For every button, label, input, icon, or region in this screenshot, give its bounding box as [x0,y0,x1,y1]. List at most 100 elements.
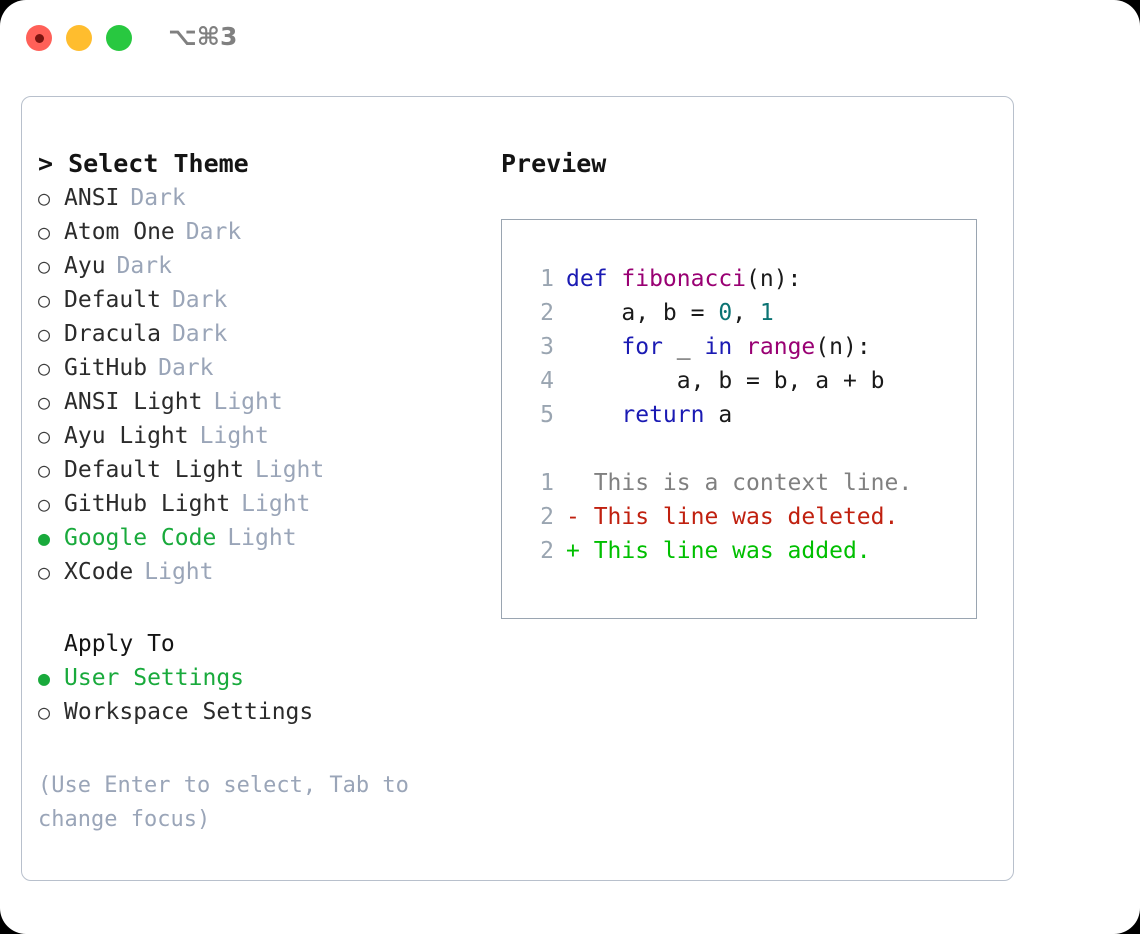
theme-item-label: XCode [64,559,134,585]
line-number: 2 [540,300,554,326]
code-token-pl: a, b = b, a + b [566,368,885,394]
code-token-pl: (n): [746,266,802,292]
diff-line-add: 2+ This line was added. [520,534,976,568]
theme-item-label: Ayu Light [64,423,189,449]
radio-unselected-icon: ○ [38,424,51,448]
select-theme-heading: > Select Theme [38,149,249,178]
theme-item-badge: Light [199,423,269,449]
code-token-fn: range [746,334,816,360]
code-token-pl: , [732,300,760,326]
theme-item-badge: Light [227,525,297,551]
radio-unselected-icon: ○ [38,186,51,210]
theme-item-label: ANSI Light [64,389,203,415]
code-token-num: 0 [718,300,733,326]
radio-unselected-icon: ○ [38,356,51,380]
apply-to-item-workspace-settings[interactable]: ○ Workspace Settings [38,695,478,729]
apply-to-item-label: Workspace Settings [64,699,314,725]
theme-item-badge: Dark [158,355,214,381]
diff-sample: 1 This is a context line. 2- This line wa… [520,466,976,568]
code-token-kw: def [566,266,622,292]
code-token-pl [566,402,621,428]
close-button[interactable] [26,25,52,51]
apply-to-item-label: User Settings [64,665,245,691]
preview-spacer [520,432,976,466]
code-token-pl [566,334,621,360]
line-number: 5 [540,402,554,428]
code-token-num: 1 [759,300,774,326]
theme-item-default[interactable]: ○ Default Dark [38,283,478,317]
title-bar: ⌥⌘3 [0,0,1140,76]
code-token-pl: a [704,402,733,428]
theme-item-label: Default [64,287,161,313]
theme-item-label: Dracula [64,321,161,347]
radio-selected-icon: ● [38,666,51,690]
code-token-pl: _ [662,334,705,360]
line-number: 3 [540,334,554,360]
theme-item-google-code[interactable]: ● Google Code Light [38,521,478,555]
traffic-lights [26,25,132,51]
radio-unselected-icon: ○ [38,288,51,312]
code-token-kw: return [621,402,705,428]
radio-unselected-icon: ○ [38,492,51,516]
line-number: 2 [540,504,554,530]
diff-line-text: + This line was added. [566,538,871,564]
line-number: 1 [540,470,554,496]
apply-to-item-user-settings[interactable]: ● User Settings [38,661,478,695]
radio-unselected-icon: ○ [38,458,51,482]
apply-to-options[interactable]: ● User Settings ○ Workspace Settings [38,661,478,729]
theme-item-label: Default Light [64,457,245,483]
line-number: 4 [540,368,554,394]
code-line: 2 a, b = 0, 1 [520,296,976,330]
theme-item-xcode[interactable]: ○ XCode Light [38,555,478,589]
theme-item-ansi[interactable]: ○ ANSI Dark [38,181,478,215]
theme-item-label: Atom One [64,219,175,245]
theme-item-default-light[interactable]: ○ Default Light Light [38,453,478,487]
code-token-pl: a, b = [566,300,719,326]
code-line-text: return a [566,398,732,432]
theme-item-label: ANSI [64,185,120,211]
radio-selected-icon: ● [38,526,51,550]
radio-unselected-icon: ○ [38,560,51,584]
code-line: 3 for _ in range(n): [520,330,976,364]
theme-item-ayu-light[interactable]: ○ Ayu Light Light [38,419,478,453]
theme-item-label: Google Code [64,525,217,551]
theme-item-badge: Dark [171,287,228,313]
code-token-kw: in [704,334,733,360]
radio-unselected-icon: ○ [38,322,51,346]
code-line-text: def fibonacci(n): [566,262,801,296]
diff-line-text: This is a context line. [566,470,913,496]
diff-line-del: 2- This line was deleted. [520,500,976,534]
apply-to-heading: Apply To [64,631,175,657]
theme-item-badge: Dark [130,185,186,211]
theme-item-dracula[interactable]: ○ Dracula Dark [38,317,478,351]
theme-item-badge: Dark [171,321,228,347]
apply-to-section: Apply To ● User Settings ○ Workspace Settin… [38,627,478,729]
theme-item-label: GitHub Light [64,491,231,517]
theme-item-github[interactable]: ○ GitHub Dark [38,351,478,385]
code-line-text: a, b = b, a + b [566,364,885,398]
theme-item-badge: Light [144,559,214,585]
keyboard-shortcut-label: ⌥⌘3 [168,22,238,51]
preview-heading: Preview [501,149,607,178]
code-line: 4 a, b = b, a + b [520,364,976,398]
minimize-button[interactable] [66,25,92,51]
keyboard-hint-text: (Use Enter to select, Tab to change focu… [38,773,423,832]
theme-item-badge: Light [213,389,283,415]
maximize-button[interactable] [106,25,132,51]
radio-unselected-icon: ○ [38,254,51,278]
radio-unselected-icon: ○ [38,700,51,724]
theme-item-label: GitHub [64,355,148,381]
theme-item-badge: Light [255,457,325,483]
